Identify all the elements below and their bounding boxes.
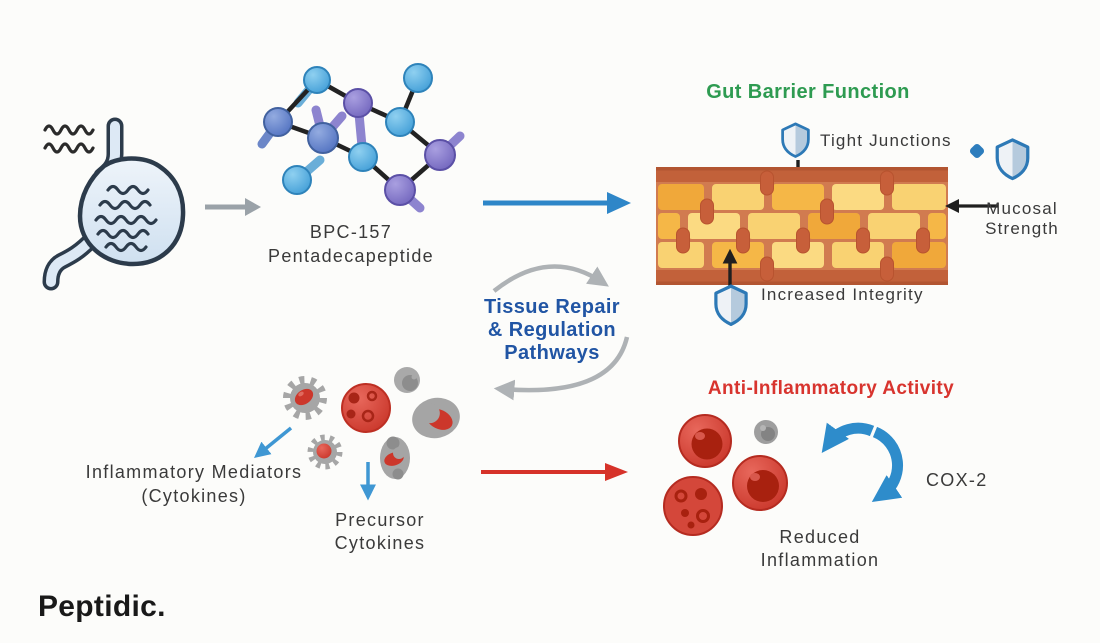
molecule-subname: Pentadecapeptide [268,246,434,266]
pathways-line2: & Regulation [487,319,617,341]
gear-cell [283,376,327,420]
shield-icon [781,122,810,158]
bricks [658,184,946,268]
shield-icon [714,284,748,326]
gut-barrier-wall-icon [656,167,948,285]
pathways-title: Tissue Repair & Regulation Pathways [452,296,652,365]
reduced-line2: Inflammation [760,550,880,570]
tight-junction-pills [676,170,930,282]
cox2-cycle-arrows-icon [821,422,904,503]
arrow-down-left-icon [254,426,293,459]
increased-integrity-label: Increased Integrity [761,285,924,304]
red-blood-cells-icon [663,414,788,536]
cox2-label: COX-2 [926,470,988,490]
arrow-left-icon [945,198,998,214]
molecule-label: BPC-157 Pentadecapeptide [240,220,462,268]
reduced-line1: Reduced [779,527,861,547]
monocyte-cell [412,397,460,439]
peptide-diamond-icon [969,143,985,159]
reduced-inflammation-label: Reduced Inflammation [740,526,900,572]
arrow-right-red-icon [481,463,628,481]
gray-cell [394,367,420,393]
cycle-arc-icon [492,264,630,401]
steam-squiggle [43,142,95,154]
mediators-line1: Inflammatory Mediators [85,462,303,482]
red-cell [341,383,391,433]
spotted-red-cell [663,476,723,536]
mucosal-line1: Mucosal [986,199,1058,218]
gray-cell [754,420,778,444]
shield-icon [995,138,1030,181]
precursor-line1: Precursor [335,510,425,530]
anti-inflammatory-title: Anti-Inflammatory Activity [707,378,955,399]
steam-squiggle [43,124,95,136]
gear-cell [307,434,343,470]
precursor-line2: Cytokines [334,533,426,553]
arrow-right-gray-icon [205,198,261,216]
red-cell [678,414,732,468]
cytokine-cells-icon [283,367,460,480]
stomach-acid-waves [94,184,158,253]
red-cell [732,455,788,511]
pathways-line3: Pathways [504,342,600,364]
monocyte-cell [380,436,410,480]
mucosal-strength-label: Mucosal Strength [972,199,1072,239]
molecule-icon [257,63,465,213]
tight-junctions-label: Tight Junctions [820,131,952,150]
brand-logo: Peptidic. [38,590,166,623]
molecule-name: BPC-157 [309,222,393,242]
mucosal-line2: Strength [985,219,1059,238]
inflammatory-mediators-label: Inflammatory Mediators (Cytokines) [60,460,328,508]
stomach-icon [42,117,186,291]
precursor-cytokines-label: Precursor Cytokines [310,509,450,555]
arrow-down-small-icon [359,462,377,501]
gut-barrier-title: Gut Barrier Function [706,81,910,103]
pathways-line1: Tissue Repair [483,296,620,318]
arrow-right-blue-icon [483,192,631,214]
mediators-line2: (Cytokines) [141,486,247,506]
molecule-atoms [263,63,456,206]
